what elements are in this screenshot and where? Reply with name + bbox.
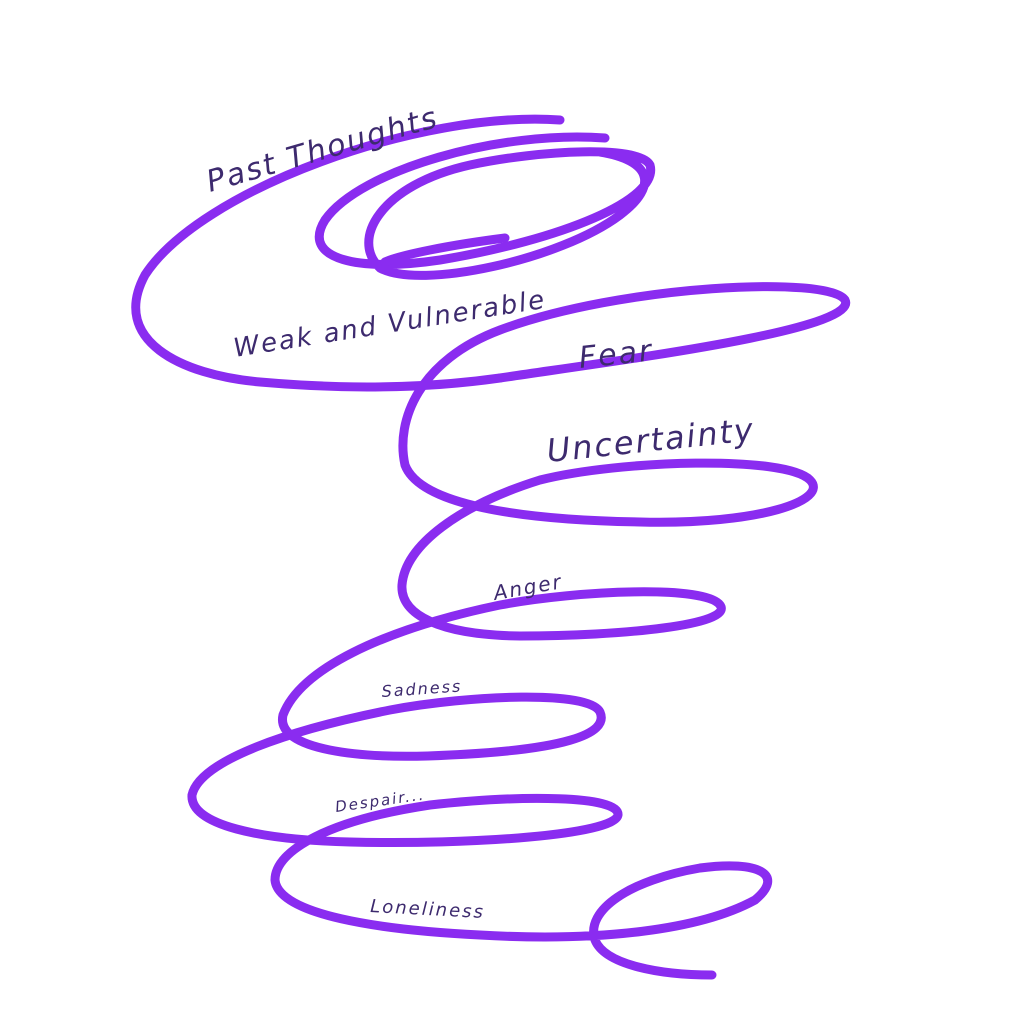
label-loneliness: Loneliness	[370, 896, 486, 923]
scribble-line	[131, 114, 850, 980]
label-fear: Fear	[577, 333, 655, 376]
label-weak-vulnerable: Weak and Vulnerable	[231, 285, 548, 364]
